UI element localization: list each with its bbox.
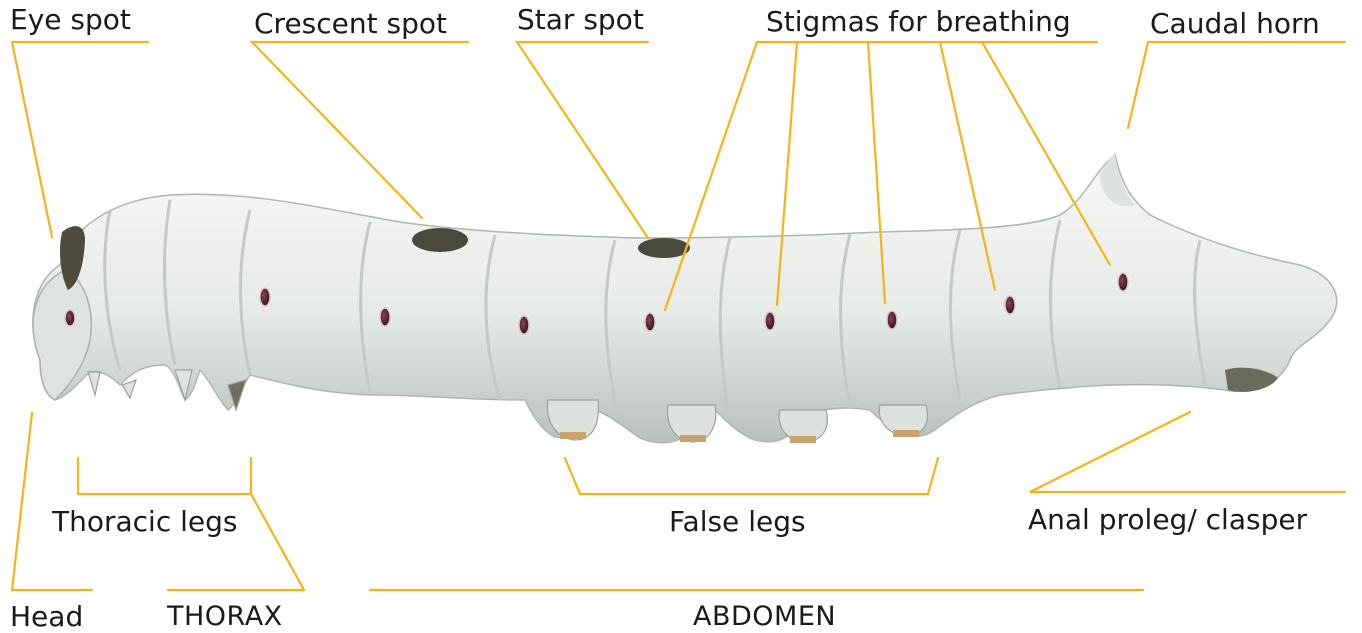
label-head: Head	[10, 603, 83, 631]
label-star-spot: Star spot	[517, 6, 644, 34]
label-thorax: THORAX	[167, 603, 283, 630]
leader-anal-proleg	[1030, 412, 1345, 492]
star-spot-mark	[638, 238, 690, 258]
leader-false-legs	[565, 458, 938, 494]
label-crescent-spot: Crescent spot	[254, 10, 447, 38]
leader-caudal-horn	[1128, 42, 1345, 128]
leader-star-spot	[517, 42, 648, 238]
leader-thoracic-legs	[78, 458, 251, 494]
label-caudal-horn: Caudal horn	[1150, 10, 1320, 38]
label-anal-proleg: Anal proleg/ clasper	[1028, 506, 1307, 534]
label-false-legs: False legs	[669, 508, 806, 536]
label-thoracic-legs: Thoracic legs	[52, 508, 238, 536]
caterpillar-illustration	[33, 155, 1337, 443]
leader-crescent-spot	[252, 42, 468, 218]
label-abdomen: ABDOMEN	[693, 603, 836, 630]
crescent-spot-mark	[412, 228, 468, 252]
label-stigmas: Stigmas for breathing	[766, 8, 1071, 36]
caterpillar-body	[33, 155, 1337, 443]
leader-head	[12, 413, 92, 590]
label-eye-spot: Eye spot	[10, 6, 131, 34]
